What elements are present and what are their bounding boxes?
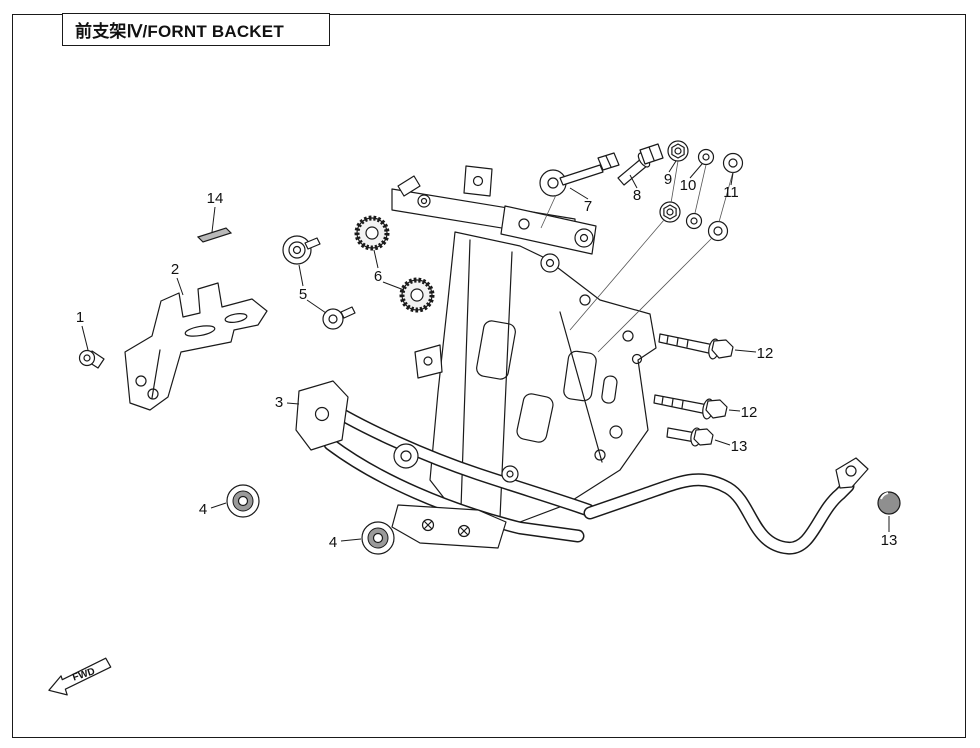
part-11-washers bbox=[707, 152, 744, 242]
leader-line bbox=[306, 299, 327, 314]
leader-line bbox=[211, 206, 216, 233]
part-number-14: 14 bbox=[207, 190, 224, 207]
part-number-12: 12 bbox=[741, 404, 758, 421]
part-4-grommets bbox=[226, 484, 395, 555]
leader-line bbox=[629, 174, 638, 189]
part-number-6: 6 bbox=[374, 268, 382, 285]
assembly-guide-lines bbox=[540, 160, 734, 353]
leader-line bbox=[382, 281, 405, 291]
part-5-washer-screw bbox=[282, 235, 356, 330]
part-9-nuts bbox=[659, 140, 689, 223]
part-number-1: 1 bbox=[76, 309, 84, 326]
part-12-bolt-upper bbox=[658, 333, 734, 360]
part-3-subframe bbox=[295, 380, 595, 543]
part-number-4: 4 bbox=[199, 501, 207, 518]
part-number-8: 8 bbox=[633, 187, 641, 204]
page-title: 前支架Ⅳ/FORNT BACKET bbox=[75, 22, 284, 41]
leader-line bbox=[81, 325, 89, 351]
part-1-bolt bbox=[78, 349, 105, 369]
leader-line bbox=[298, 264, 304, 287]
part-10-washers bbox=[685, 148, 715, 230]
part-number-11: 11 bbox=[723, 184, 739, 201]
part-number-2: 2 bbox=[171, 261, 179, 278]
part-number-3: 3 bbox=[275, 394, 283, 411]
part-number-9: 9 bbox=[664, 171, 672, 188]
page-border bbox=[12, 14, 966, 738]
part-number-4: 4 bbox=[329, 534, 337, 551]
leader-line bbox=[730, 172, 734, 186]
foot-plate bbox=[391, 504, 507, 549]
leader-line bbox=[668, 160, 677, 173]
leader-line bbox=[569, 187, 589, 200]
part-number-10: 10 bbox=[680, 177, 697, 194]
part-13-cap bbox=[877, 491, 901, 515]
leader-line bbox=[734, 349, 757, 353]
part-number-7: 7 bbox=[584, 198, 592, 215]
part-14-pad bbox=[196, 227, 233, 243]
part-8-bolt bbox=[617, 143, 664, 186]
title-box: 前支架Ⅳ/FORNT BACKET bbox=[62, 13, 330, 46]
fwd-arrow: FWD bbox=[48, 657, 112, 696]
leader-line bbox=[210, 502, 227, 509]
leader-line bbox=[689, 163, 703, 179]
top-rail bbox=[391, 165, 597, 273]
leader-line bbox=[714, 439, 731, 446]
part-12-bolt-lower bbox=[653, 394, 728, 420]
main-bracket-body bbox=[414, 231, 657, 523]
leader-line bbox=[286, 402, 300, 405]
part-number-13: 13 bbox=[881, 532, 898, 549]
part-7-bolt-washer bbox=[539, 152, 620, 197]
part-6-knurled-nuts bbox=[354, 215, 435, 313]
part-13-bolt bbox=[666, 427, 714, 447]
leader-line bbox=[728, 409, 741, 412]
stay-tube bbox=[583, 457, 869, 555]
leader-line bbox=[340, 538, 362, 542]
part-number-13: 13 bbox=[731, 438, 748, 455]
part-2-bracket-plate bbox=[124, 282, 268, 411]
part-number-5: 5 bbox=[299, 286, 307, 303]
fwd-label: FWD bbox=[71, 666, 96, 684]
part-number-12: 12 bbox=[757, 345, 774, 362]
leader-line bbox=[176, 277, 184, 296]
leader-line bbox=[373, 249, 379, 269]
